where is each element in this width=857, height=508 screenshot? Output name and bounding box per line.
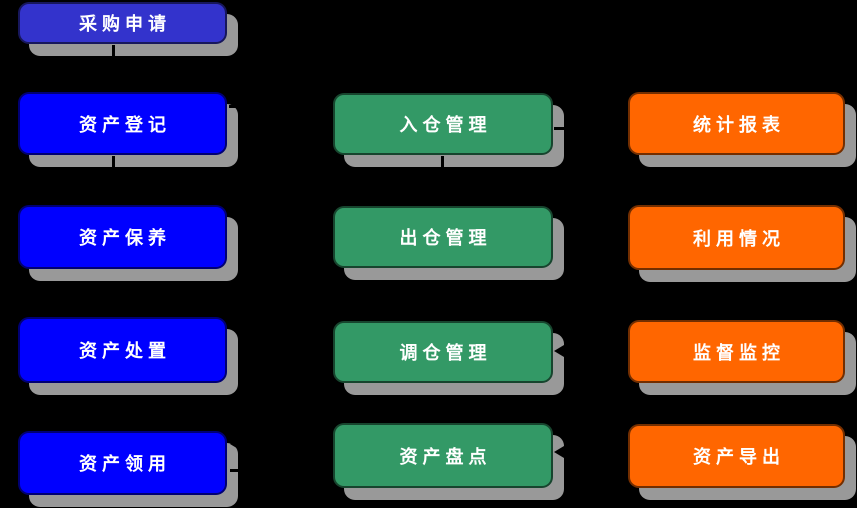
node-label: 资产处置	[79, 341, 171, 361]
node-label: 统计报表	[693, 114, 785, 135]
node-supervision-monitoring: 监督监控	[628, 320, 845, 383]
connector-tick	[230, 469, 241, 472]
connector-tick	[554, 127, 566, 130]
connector-tick	[112, 45, 115, 58]
node-label: 资产领用	[79, 454, 171, 474]
node-inbound-management: 入仓管理	[333, 93, 553, 155]
node-label: 资产保养	[79, 228, 171, 248]
connector-tick	[441, 156, 444, 169]
node-label: 监督监控	[693, 342, 785, 363]
node-label: 入仓管理	[399, 115, 492, 135]
node-asset-requisition: 资产领用	[18, 431, 227, 495]
node-label: 资产登记	[79, 114, 171, 135]
node-asset-export: 资产导出	[628, 424, 845, 488]
node-asset-register: 资产登记	[18, 92, 227, 155]
node-asset-disposal: 资产处置	[18, 317, 227, 383]
node-label: 资产盘点	[399, 446, 492, 467]
connector-arrowhead-icon	[554, 446, 564, 458]
node-purchase-request: 采购申请	[18, 2, 227, 44]
node-asset-maintenance: 资产保养	[18, 205, 227, 269]
connector-tick	[229, 105, 241, 108]
node-label: 采购申请	[79, 14, 171, 34]
node-transfer-management: 调仓管理	[333, 321, 553, 383]
node-outbound-management: 出仓管理	[333, 206, 553, 268]
node-utilization-status: 利用情况	[628, 205, 845, 270]
connector-tick	[112, 156, 115, 169]
node-label: 资产导出	[693, 447, 785, 467]
node-label: 出仓管理	[399, 228, 492, 248]
node-label: 利用情况	[693, 228, 785, 249]
node-statistics-report: 统计报表	[628, 92, 845, 155]
node-label: 调仓管理	[399, 343, 492, 363]
connector-arrowhead-icon	[554, 345, 564, 357]
connector-arrowhead-icon	[230, 438, 240, 450]
node-asset-inventory: 资产盘点	[333, 423, 553, 488]
